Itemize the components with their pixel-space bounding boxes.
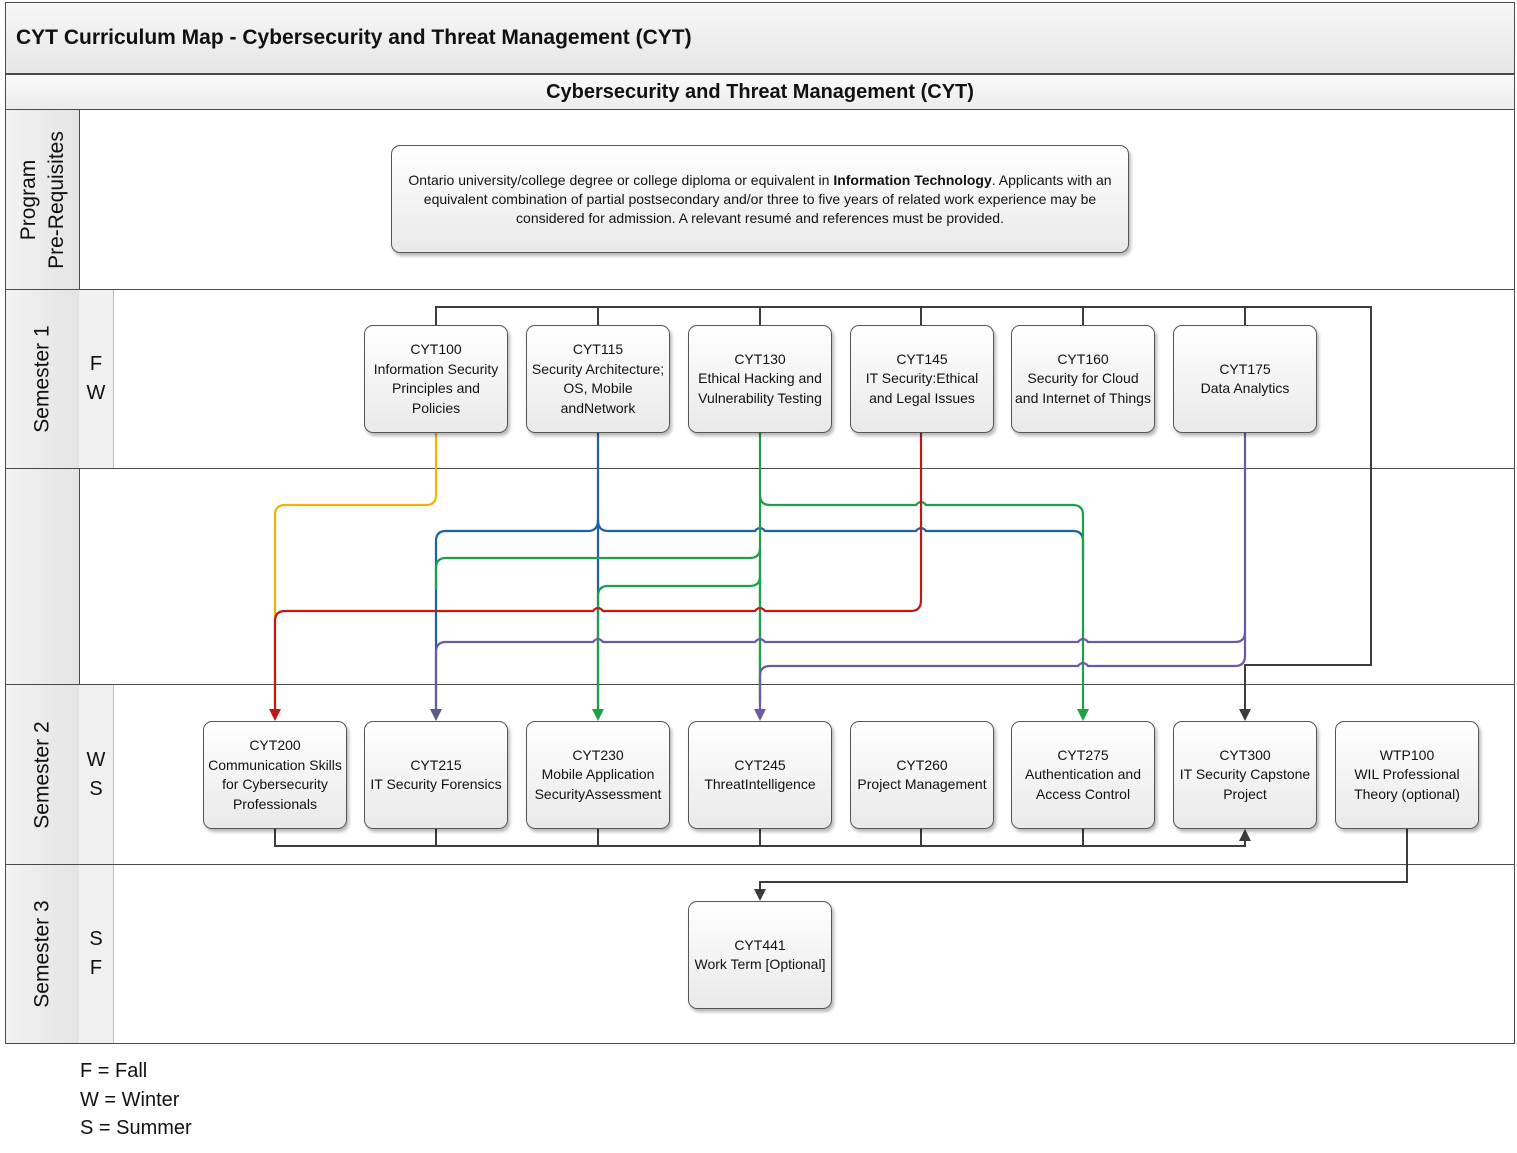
lane-prerequisites-label-line1: Program [16,159,40,240]
diagram-subtitle: Cybersecurity and Threat Management (CYT… [5,74,1515,110]
course-name: Data Analytics [1200,380,1290,396]
semester-1-terms: F W [79,290,114,468]
lane-semester-1-label: Semester 1 [30,325,54,433]
course-name: Work Term [Optional] [694,956,826,972]
lane-semester-3-header: Semester 3 [6,865,80,1043]
semester-1-term-1: F [89,353,103,375]
course-code: CYT260 [896,756,948,773]
course-code: CYT275 [1057,746,1109,763]
semester-1-term-2: W [86,382,106,404]
course-cyt215: CYT215 IT Security Forensics [364,721,508,829]
prereq-text-end: . Applicants with an equivalent combinat… [423,171,1112,226]
course-name: WIL Professional Theory (optional) [1354,766,1460,802]
course-name: Information Security Principles and Poli… [373,360,499,416]
prereq-text-bold: Information Technology [833,171,992,188]
lane-semester-3-label: Semester 3 [30,900,54,1008]
course-name: Security for Cloud and Internet of Thing… [1015,370,1151,406]
course-code: CYT230 [572,746,624,763]
lane-semester-2-label: Semester 2 [30,720,54,829]
course-cyt115: CYT115 Security Architecture; OS, Mobile… [526,325,670,433]
course-name: IT Security Forensics [370,776,502,792]
course-code: CYT160 [1057,350,1109,367]
course-name: IT Security Capstone Project [1179,766,1311,802]
course-cyt260: CYT260 Project Management [850,721,994,829]
course-cyt275: CYT275 Authentication and Access Control [1011,721,1155,829]
course-name: Security Architecture; OS, Mobile andNet… [531,360,665,416]
lane-semester-1-header: Semester 1 [6,290,80,468]
course-name: Authentication and Access Control [1025,766,1141,802]
course-code: WTP100 [1379,746,1435,763]
semester-2-term-2: S [89,777,103,800]
course-cyt230: CYT230 Mobile Application SecurityAssess… [526,721,670,829]
page-title: CYT Curriculum Map - Cybersecurity and T… [5,2,1515,74]
prereq-text-start: Ontario university/college degree or col… [408,171,834,188]
lane-prerequisites-header: Program Pre-Requisites [6,110,80,289]
course-cyt145: CYT145 IT Security:Ethical and Legal Iss… [850,325,994,433]
course-code: CYT115 [572,341,624,357]
legend-item-summer: S = Summer [80,1117,192,1139]
program-prerequisites-box: Ontario university/college degree or col… [391,145,1129,253]
lane-connector [5,468,1515,685]
course-code: CYT300 [1219,746,1271,763]
course-cyt200: CYT200 Communication Skills for Cybersec… [203,721,347,829]
course-cyt160: CYT160 Security for Cloud and Internet o… [1011,325,1155,433]
course-name: Communication Skills for Cybersecurity P… [208,756,342,812]
page-title-text: CYT Curriculum Map - Cybersecurity and T… [16,26,692,49]
course-name: Project Management [857,776,987,792]
course-code: CYT145 [896,350,948,367]
lane-connector-header [6,469,80,684]
semester-2-term-1: W [86,748,106,771]
term-legend: F = Fall W = Winter S = Summer [80,1057,192,1143]
course-code: CYT175 [1219,360,1271,377]
course-code: CYT130 [734,350,786,367]
semester-3-terms: S F [79,865,114,1043]
course-code: CYT215 [410,756,462,773]
course-cyt100: CYT100 Information Security Principles a… [364,325,508,433]
legend-item-winter: W = Winter [80,1088,180,1111]
semester-3-term-2: F [89,957,103,979]
course-name: ThreatIntelligence [704,776,816,792]
course-cyt130: CYT130 Ethical Hacking and Vulnerability… [688,325,832,433]
course-cyt245: CYT245 ThreatIntelligence [688,721,832,829]
course-cyt300: CYT300 IT Security Capstone Project [1173,721,1317,829]
diagram-subtitle-text: Cybersecurity and Threat Management (CYT… [546,80,974,103]
course-name: Mobile Application SecurityAssessment [534,766,662,802]
semester-2-terms: W S [79,685,114,864]
lane-semester-2-header: Semester 2 [6,685,80,864]
lane-prerequisites-label: Program Pre-Requisites [15,131,71,269]
legend-item-fall: F = Fall [80,1060,148,1082]
course-wtp100: WTP100 WIL Professional Theory (optional… [1335,721,1479,829]
course-cyt175: CYT175 Data Analytics [1173,325,1317,433]
semester-3-term-1: S [89,928,103,950]
course-cyt441: CYT441 Work Term [Optional] [688,901,832,1009]
course-code: CYT100 [410,341,462,357]
course-code: CYT245 [734,756,786,773]
program-prerequisites-text: Ontario university/college degree or col… [400,171,1120,228]
lane-prerequisites-label-line2: Pre-Requisites [44,130,68,269]
course-name: IT Security:Ethical and Legal Issues [865,370,979,406]
course-code: CYT441 [734,936,786,953]
course-name: Ethical Hacking and Vulnerability Testin… [698,370,822,406]
course-code: CYT200 [249,737,301,753]
